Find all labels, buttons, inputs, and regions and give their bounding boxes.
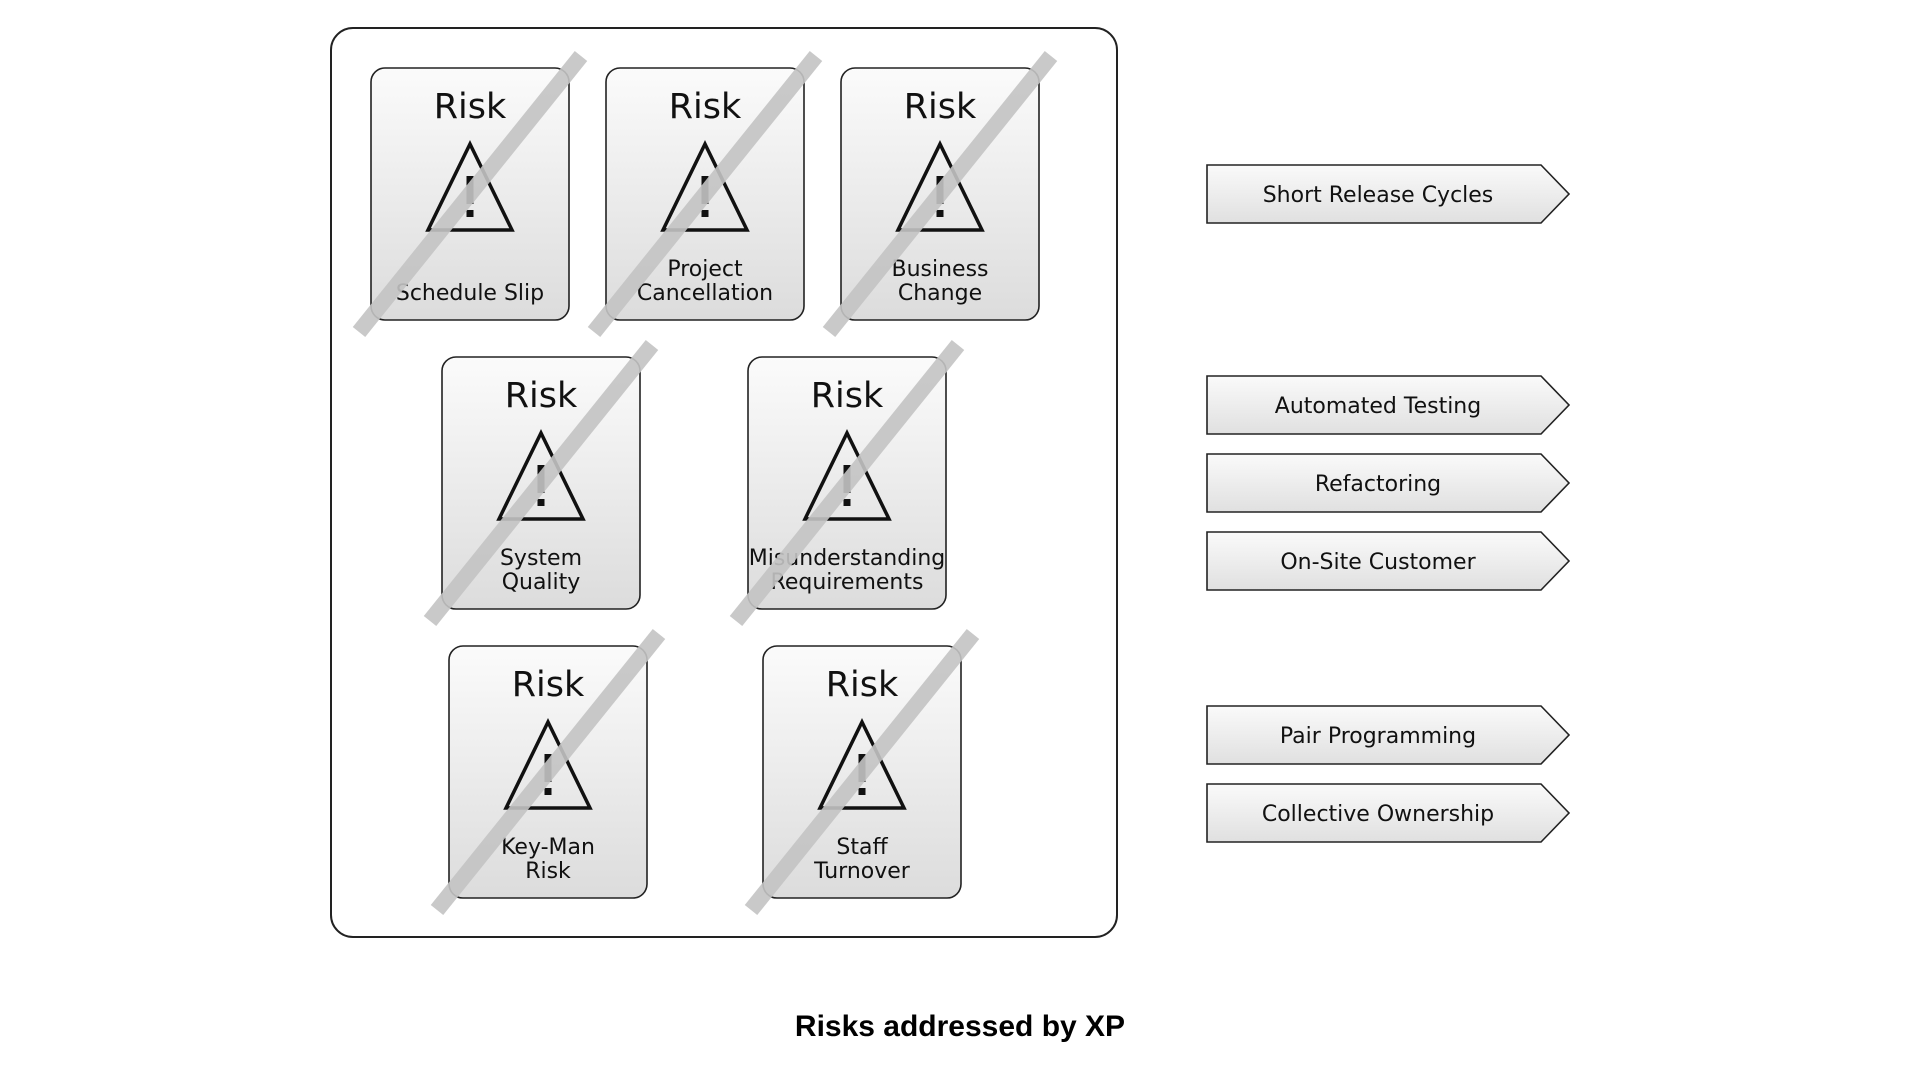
risk-heading: Risk	[811, 376, 884, 416]
risk-label: Schedule Slip	[396, 281, 544, 306]
risk-heading: Risk	[434, 87, 507, 127]
risk-label: Project	[667, 257, 743, 282]
strike-bar	[352, 50, 588, 338]
strike-bar	[430, 628, 666, 916]
practice-label: Short Release Cycles	[1263, 183, 1494, 208]
risk-label: Business	[891, 257, 988, 282]
risk-label: Key-Man	[501, 835, 595, 860]
strike-bar	[744, 628, 980, 916]
risk-label: System	[500, 546, 582, 571]
risk-label: Cancellation	[637, 281, 773, 306]
practice-label: Refactoring	[1315, 472, 1441, 497]
risk-heading: Risk	[669, 87, 742, 127]
practice-label: Pair Programming	[1280, 724, 1476, 749]
practice-arrow-shape	[1206, 375, 1571, 435]
risk-heading: Risk	[505, 376, 578, 416]
practice-short-release-cycles: Short Release Cycles	[1206, 164, 1571, 224]
risk-heading: Risk	[512, 665, 585, 705]
practice-automated-testing: Automated Testing	[1206, 375, 1571, 435]
risk-label: Quality	[502, 570, 581, 595]
risk-label: Requirements	[771, 570, 924, 595]
risk-heading: Risk	[826, 665, 899, 705]
practice-label: Automated Testing	[1275, 394, 1481, 419]
strike-bar	[729, 339, 965, 627]
practice-arrow-shape	[1206, 453, 1571, 513]
risk-label: Staff	[836, 835, 888, 860]
practice-label: Collective Ownership	[1262, 802, 1494, 827]
diagram-caption: Risks addressed by XP	[794, 1010, 1126, 1043]
practice-on-site-customer: On-Site Customer	[1206, 531, 1571, 591]
practice-refactoring: Refactoring	[1206, 453, 1571, 513]
practice-label: On-Site Customer	[1280, 550, 1476, 575]
risk-label: Turnover	[813, 859, 911, 884]
practice-collective-ownership: Collective Ownership	[1206, 783, 1571, 843]
practice-arrow-shape	[1206, 705, 1571, 765]
risk-label: Change	[898, 281, 982, 306]
risk-label: Risk	[525, 859, 571, 884]
strike-bar	[587, 50, 823, 338]
practice-arrow-shape	[1206, 164, 1571, 224]
practice-arrow-shape	[1206, 783, 1571, 843]
practice-arrow-shape	[1206, 531, 1571, 591]
risk-heading: Risk	[904, 87, 977, 127]
strike-bar	[423, 339, 659, 627]
practice-pair-programming: Pair Programming	[1206, 705, 1571, 765]
strike-bar	[822, 50, 1058, 338]
